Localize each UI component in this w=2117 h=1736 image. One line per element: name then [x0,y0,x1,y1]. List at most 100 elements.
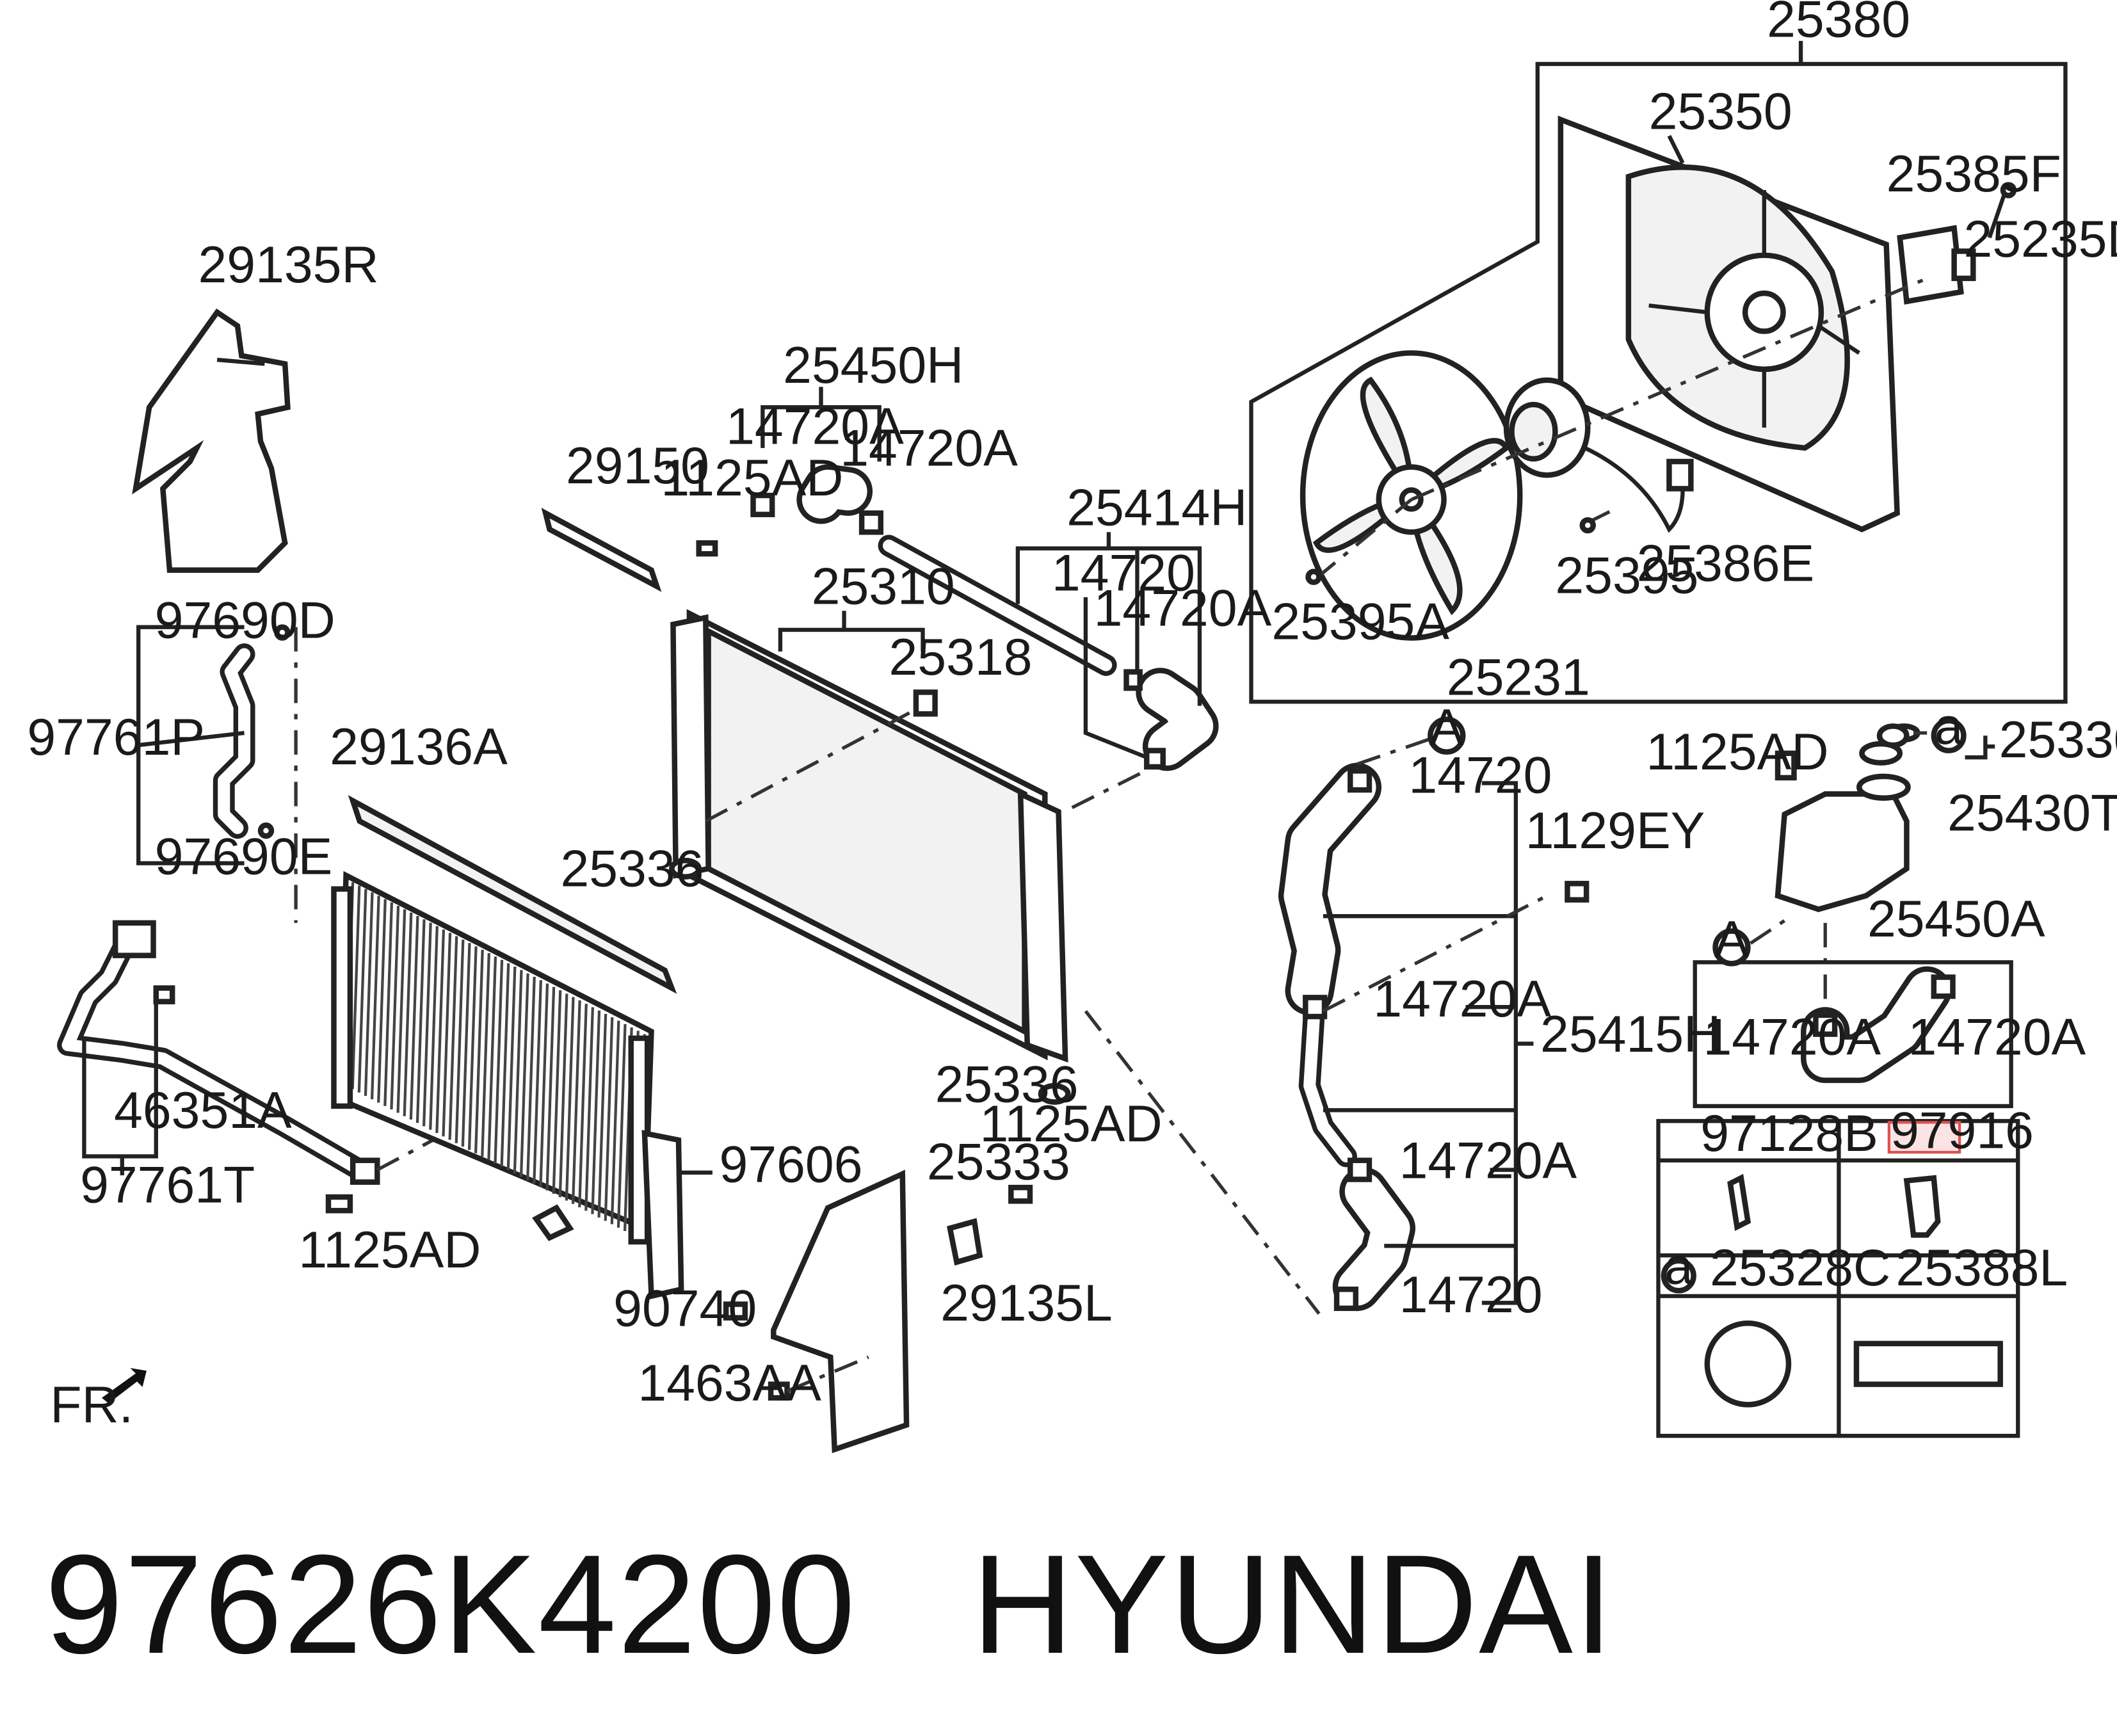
condenser-fin [467,946,478,1150]
condenser-fin [422,922,432,1127]
condenser-fin [552,990,562,1194]
condenser-fin [610,1020,620,1225]
callout-97761T: 97761T [80,1156,255,1214]
callout-25430T: 25430T [1947,785,2117,842]
condenser-fin [442,933,452,1137]
callout-14720A-3: 14720A [1094,580,1272,638]
hose-25415h [1278,735,1590,1312]
condenser-fin [435,929,446,1134]
callout-25330: 25330 [1999,711,2117,769]
callout-25395: 25395 [1555,547,1698,605]
table-97128B: 97128B [1700,1105,1878,1162]
callout-25395A: 25395A [1271,593,1449,651]
callout-97690E: 97690E [155,828,333,885]
condenser-fin [448,936,458,1140]
condenser-fin [578,1004,588,1208]
direction-label: FR. [50,1376,133,1434]
condenser-fin [533,980,543,1184]
callout-29150: 29150 [566,437,709,495]
callout-1463AA: 1463AA [638,1354,821,1412]
condenser-fin [519,973,529,1177]
callout-1125AD-1: 1125AD [661,449,843,507]
condenser-fin [474,949,484,1153]
callout-14720A-4: 14720A [1373,970,1551,1028]
air-guard-right [132,309,291,573]
condenser-fin [545,986,556,1191]
seal-29136a [348,795,677,994]
marker-a-lower: A [1714,911,1749,968]
bracket-29150 [541,508,718,592]
condenser-fin [403,912,413,1116]
callout-90740: 90740 [613,1280,757,1337]
air-guard-left [768,1169,1033,1454]
condenser [331,871,748,1321]
radiator [669,609,1321,1315]
condenser-fin [597,1013,608,1218]
callout-1125AD-4: 1125AD [1646,723,1828,781]
ac-pipe-upper [136,624,298,923]
parts-table [1656,1119,2020,1438]
reservoir [1693,723,2013,1109]
fan-assembly-group [1249,40,2068,704]
condenser-fin [481,952,490,1157]
callout-46351A: 46351A [114,1082,292,1139]
condenser-fin [429,926,439,1130]
callout-14720-1: 14720 [1052,544,1195,602]
callout-29135L: 29135L [940,1274,1113,1332]
callout-14720-2: 14720 [1408,746,1552,804]
marker-a-cap: a [1935,698,1963,755]
condenser-fin [571,1000,581,1204]
hose-25414h [878,532,1219,771]
condenser-fin [604,1017,614,1221]
condenser-fin [487,956,497,1161]
condenser-fin [513,970,523,1174]
parts-diagram: A A a a 25380 25350 25385F 25235D 25395 … [27,0,2117,1454]
callout-97606: 97606 [720,1136,863,1194]
condenser-fin [377,899,387,1103]
callout-25231: 25231 [1447,649,1590,707]
callout-25318: 25318 [889,629,1033,686]
condenser-fin [506,967,517,1171]
callout-25336-2: 25336 [935,1056,1079,1114]
callout-25310: 25310 [812,558,955,616]
condenser-fin [526,976,536,1180]
condenser-fin [396,909,406,1113]
callout-25450A: 25450A [1867,890,2045,948]
callout-25336-1: 25336 [561,840,704,898]
condenser-fin [370,896,380,1100]
condenser-fin [591,1010,601,1214]
footer-brand: HYUNDAI [971,1525,1615,1683]
marker-a-upper: A [1429,699,1464,757]
callout-25235D: 25235D [1963,211,2117,268]
table-97916[interactable]: 97916 [1890,1102,2034,1160]
callout-1125AD-2: 1125AD [298,1221,481,1279]
callout-29135R: 29135R [198,236,379,294]
condenser-fin [616,1024,627,1228]
highlight-97916 [1887,1121,1961,1154]
condenser-fin [364,892,374,1097]
callout-25386E: 25386E [1637,535,1815,593]
condenser-fin [357,888,367,1093]
callout-29136A: 29136A [330,718,508,776]
condenser-fin [539,983,549,1187]
condenser-fin [494,960,504,1164]
condenser-fin [390,906,400,1110]
table-25388L: 25388L [1896,1239,2068,1297]
callout-25414H: 25414H [1067,479,1247,537]
callout-14720A-1: 14720A [726,398,904,455]
condenser-fin [584,1007,595,1211]
callout-1125AD-3: 1125AD [980,1095,1163,1153]
callout-labels: 25380 25350 25385F 25235D 25395 25386E 2… [27,0,2117,1434]
marker-a-table: a [1664,1238,1693,1296]
condenser-fin [500,963,510,1167]
markers: A A a a [1428,698,1967,1296]
callout-97690D: 97690D [155,592,335,650]
hose-25450h [750,387,884,535]
callout-14720-3: 14720 [1399,1266,1543,1324]
callout-25350: 25350 [1649,83,1792,141]
direction-arrow [101,1368,147,1404]
callout-14720A-7: 14720A [1908,1008,2086,1066]
callout-14720A-5: 14720A [1399,1132,1577,1189]
callout-1129EY: 1129EY [1525,802,1705,860]
